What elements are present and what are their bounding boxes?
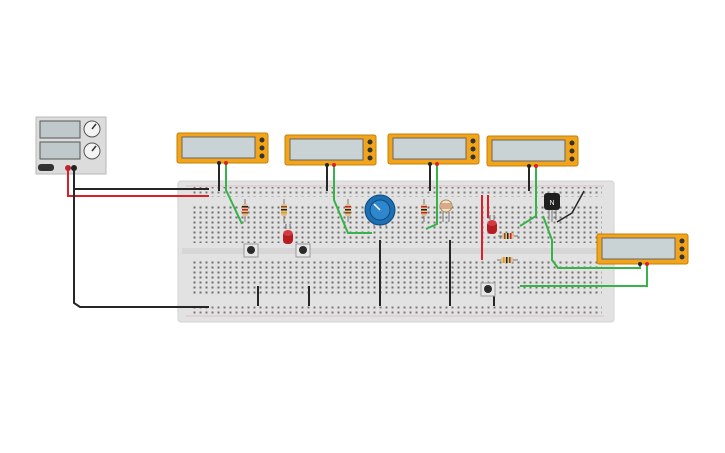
multimeter-3[interactable] [387,133,480,165]
negative-terminal[interactable] [71,165,77,171]
power-wires[interactable] [67,170,209,308]
transistor[interactable]: N [544,193,560,222]
ground-jumpers[interactable] [257,240,495,306]
probe-wires[interactable] [218,163,648,287]
photoresistor[interactable] [439,199,453,222]
resistor-1[interactable] [242,199,248,222]
transistor-label: N [549,200,554,207]
pushbutton-3[interactable] [480,282,496,297]
probe-tips [217,161,649,266]
resistor-3[interactable] [345,199,351,222]
resistor-6[interactable] [497,257,518,263]
multimeter-1[interactable] [176,132,269,164]
pushbutton-2[interactable] [295,243,311,258]
multimeter-5[interactable] [596,233,689,265]
breadboard[interactable] [177,180,615,323]
pushbutton-1[interactable] [243,243,259,258]
resistor-4[interactable] [421,199,427,222]
red-jumpers[interactable] [481,195,489,260]
led-2[interactable] [487,215,497,234]
resistor-2[interactable] [281,199,287,222]
multimeter-2[interactable] [284,134,377,166]
power-switch[interactable] [38,164,54,171]
power-supply[interactable] [35,116,107,175]
resistor-5[interactable] [498,233,518,239]
positive-terminal[interactable] [65,165,71,171]
transistor-wires[interactable] [542,190,585,241]
led-1[interactable] [283,224,293,244]
multimeter-4[interactable] [486,135,579,167]
potentiometer[interactable] [364,194,396,228]
